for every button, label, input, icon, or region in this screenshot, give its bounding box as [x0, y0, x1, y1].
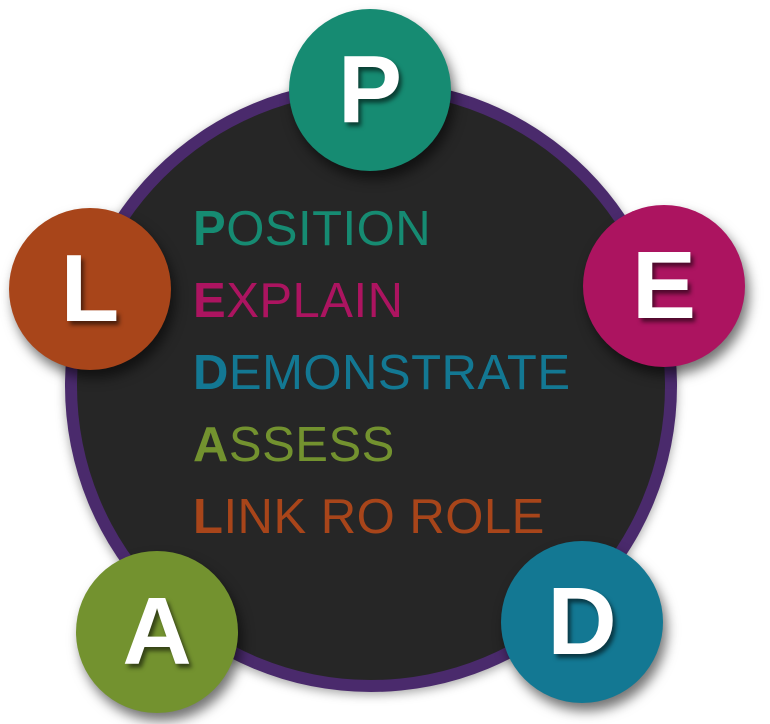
step-list: POSITION EXPLAIN DEMONSTRATE ASSESS LINK…	[193, 193, 571, 553]
step-explain-initial: E	[193, 274, 227, 328]
node-a-letter: A	[122, 578, 192, 685]
step-position-initial: P	[193, 202, 227, 256]
step-demonstrate-rest: EMONSTRATE	[228, 346, 571, 400]
step-demonstrate-initial: D	[193, 346, 229, 400]
step-link-ro-role: LINK RO ROLE	[193, 481, 571, 553]
node-p: P	[289, 9, 451, 171]
step-demonstrate: DEMONSTRATE	[193, 337, 571, 409]
node-p-letter: P	[337, 36, 403, 143]
step-position: POSITION	[193, 193, 571, 265]
step-position-rest: OSITION	[226, 202, 432, 256]
step-assess-rest: SSESS	[228, 418, 395, 472]
step-explain-rest: XPLAIN	[226, 274, 404, 328]
node-d: D	[501, 541, 663, 703]
step-link-ro-role-rest: INK RO ROLE	[223, 490, 545, 544]
step-assess: ASSESS	[193, 409, 571, 481]
step-assess-initial: A	[193, 418, 229, 472]
node-e-letter: E	[631, 232, 697, 339]
node-e: E	[583, 205, 745, 367]
node-a: A	[76, 551, 238, 713]
node-l-letter: L	[60, 235, 120, 342]
step-explain: EXPLAIN	[193, 265, 571, 337]
node-d-letter: D	[547, 568, 617, 675]
node-l: L	[9, 208, 171, 370]
step-link-ro-role-initial: L	[193, 490, 224, 544]
